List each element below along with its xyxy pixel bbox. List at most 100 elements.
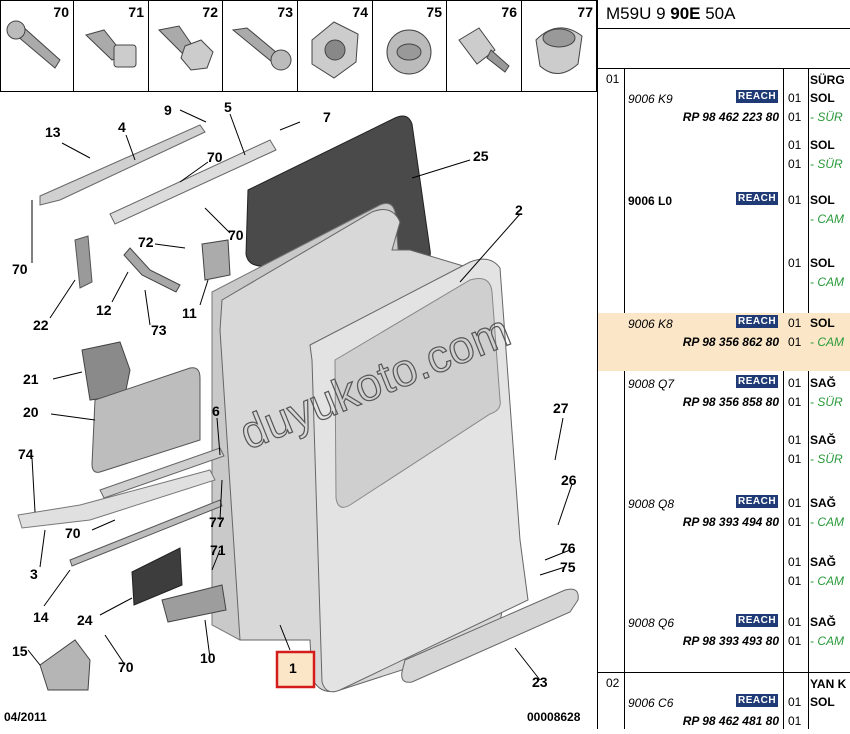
callout-label: 13	[45, 124, 61, 140]
leader-lines	[27, 109, 573, 681]
part-code: 9006 L0	[628, 194, 673, 208]
footer-date: 04/2011	[4, 710, 47, 724]
callout-label: 5	[224, 99, 232, 115]
callout-label: 72	[138, 234, 154, 250]
description: - SÜR	[810, 395, 843, 409]
panel-20	[91, 367, 201, 473]
bracket-15	[39, 639, 91, 691]
description: SAĞ	[810, 615, 837, 629]
quantity: 01	[788, 138, 802, 152]
quantity: 01	[788, 555, 802, 569]
hw-label: 74	[352, 4, 368, 20]
hw-item-71: 71	[74, 0, 149, 92]
callout-label: 14	[33, 609, 49, 625]
quantity: 01	[788, 433, 802, 447]
description: SAĞ	[810, 376, 837, 390]
callout-label: 4	[118, 119, 126, 135]
description: SÜRG	[810, 73, 845, 87]
callout-label: 20	[23, 404, 39, 420]
part-code: 9006 K8	[628, 317, 673, 331]
description: SOL	[810, 695, 835, 709]
washer-icon	[386, 29, 432, 75]
callout-label: 12	[96, 302, 112, 318]
upper-rail-5	[109, 139, 277, 225]
hw-label: 77	[577, 4, 593, 20]
callout-label: 25	[473, 148, 489, 164]
callout-label: 3	[30, 566, 38, 582]
callout-label: 70	[65, 525, 81, 541]
callout-label: 77	[209, 514, 225, 530]
hw-label: 70	[53, 4, 69, 20]
callout-label: 76	[560, 540, 576, 556]
hw-item-72: 72	[149, 0, 223, 92]
quantity: 01	[788, 256, 802, 270]
ref-prefix: M59U 9	[606, 4, 671, 23]
description: - CAM	[810, 212, 844, 226]
hw-item-70: 70	[0, 0, 74, 92]
callout-label: 70	[207, 149, 223, 165]
description: SOL	[810, 91, 835, 105]
column-divider	[783, 68, 784, 729]
callout-label: 9	[164, 102, 172, 118]
table-row[interactable]: 9008 Q7 REACH RP 98 356 858 80 01 SAĞ 01 - SÜR	[598, 373, 850, 413]
group-number: 02	[606, 676, 620, 690]
description: SAĞ	[810, 555, 837, 569]
door-window-opening	[334, 278, 501, 508]
rail-6	[99, 447, 225, 499]
description: - CAM	[810, 634, 844, 648]
callout-label: 71	[210, 542, 226, 558]
callout-label: 26	[561, 472, 577, 488]
callout-label: 70	[12, 261, 28, 277]
part-number: RP 98 393 494 80	[682, 515, 779, 529]
bolt-icon	[85, 29, 137, 68]
callout-label: 75	[560, 559, 576, 575]
part-number: RP 98 356 862 80	[682, 335, 779, 349]
reach-badge: REACH	[736, 694, 779, 707]
reach-badge: REACH	[736, 495, 779, 508]
divider	[598, 28, 850, 29]
part-1-highlight	[275, 650, 316, 689]
reach-badge: REACH	[736, 315, 779, 328]
quantity: 01	[788, 714, 802, 728]
hw-label: 75	[426, 4, 442, 20]
part-number: RP 98 356 858 80	[682, 395, 779, 409]
quantity: 01	[788, 376, 802, 390]
callout-label: 6	[212, 403, 220, 419]
rail-14	[69, 499, 223, 567]
quantity: 01	[788, 193, 802, 207]
quantity: 01	[788, 316, 802, 330]
hw-label: 72	[202, 4, 218, 20]
lock-module-21	[81, 341, 131, 401]
reach-badge: REACH	[736, 375, 779, 388]
quantity: 01	[788, 395, 802, 409]
quantity: 01	[788, 452, 802, 466]
callout-label: 11	[182, 305, 197, 321]
footer-code: 00008628	[527, 710, 581, 724]
screw-icon	[231, 27, 292, 71]
description: - SÜR	[810, 452, 843, 466]
screw-icon	[6, 20, 61, 69]
column-divider	[808, 68, 809, 729]
callout-layer: 9 5 13 4 7 70 25 2 70 70 72 22 12 11 73 …	[12, 99, 577, 690]
diagram-canvas: duyukoto.com	[0, 0, 597, 693]
callout-label: 7	[323, 109, 331, 125]
grommet-icon	[535, 27, 583, 74]
column-divider	[624, 68, 625, 729]
reach-badge: REACH	[736, 192, 779, 205]
parts-diagram: duyukoto.com 70 71 72	[0, 0, 597, 724]
part-code: 9008 Q7	[628, 377, 675, 391]
callout-label: 2	[515, 202, 523, 218]
callout-label: 73	[151, 322, 167, 338]
